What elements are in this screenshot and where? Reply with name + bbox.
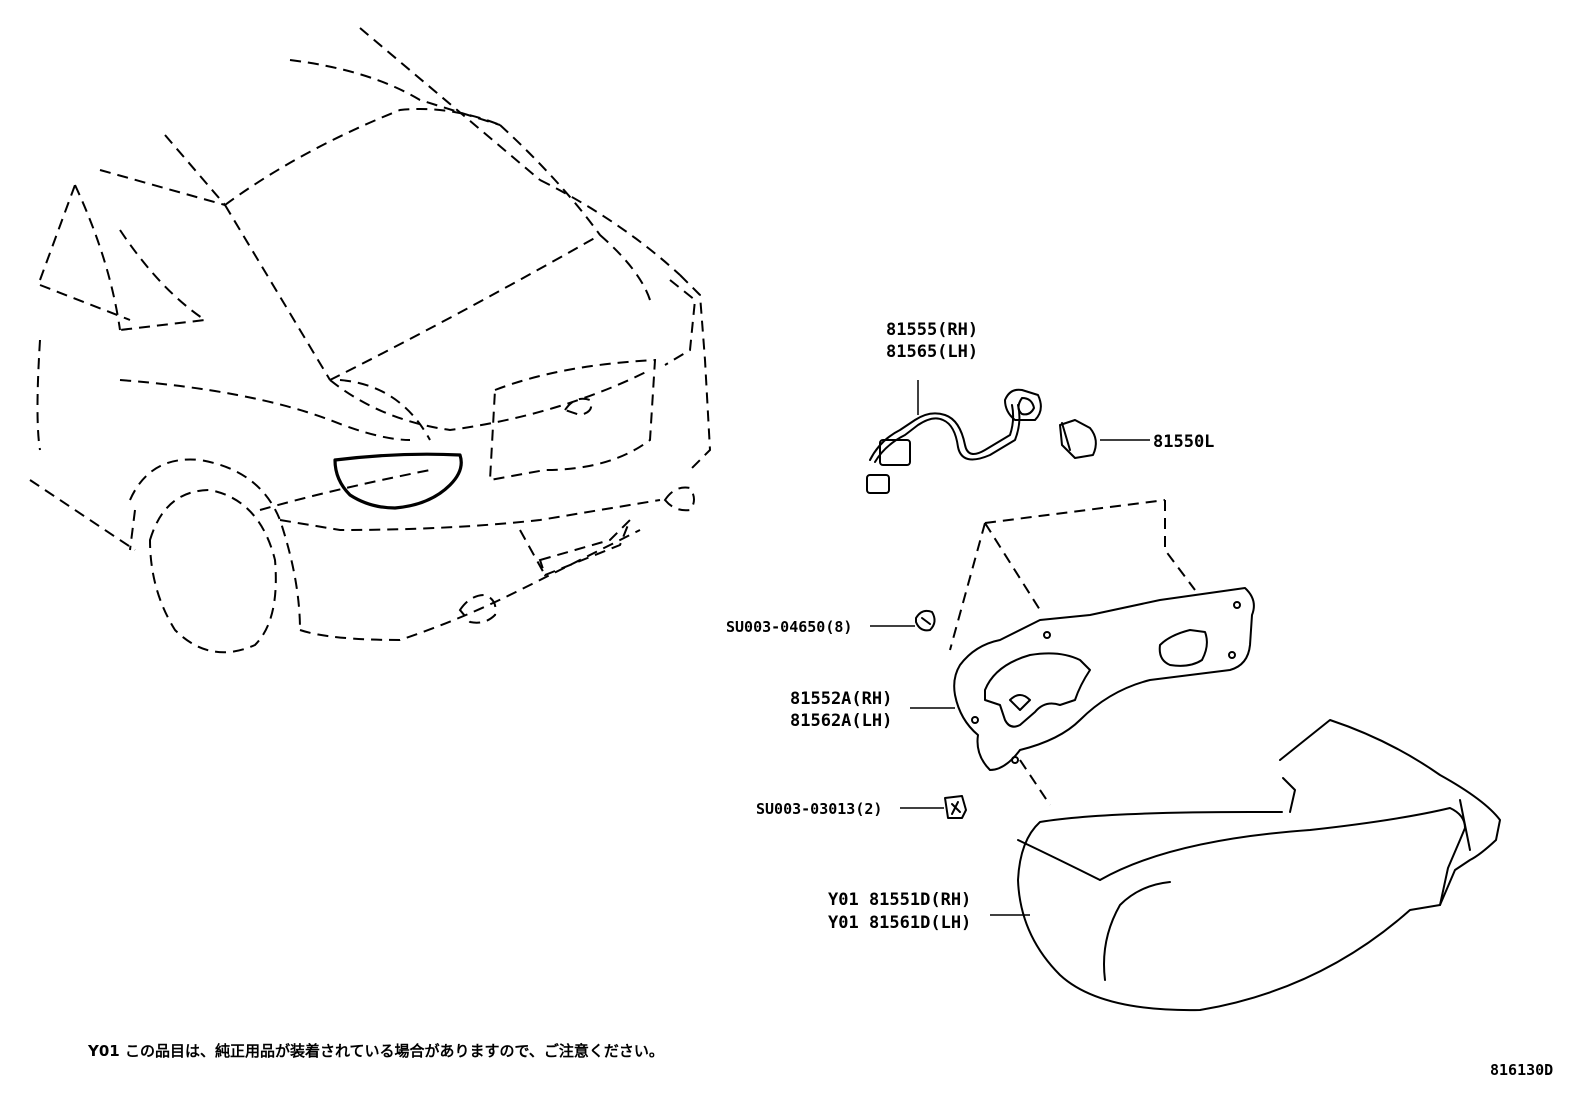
- bulb-label: 81550L: [1153, 432, 1214, 452]
- socket-harness-part: [866, 380, 1042, 494]
- clip-lower-part: [900, 795, 967, 819]
- clip-lower-label: SU003-03013(2): [756, 800, 882, 818]
- clip-upper-part: [870, 609, 936, 632]
- car-rear-illustration: [29, 27, 712, 654]
- gasket-label-rh: 81552A(RH): [790, 689, 892, 709]
- gasket-label-lh: 81562A(LH): [790, 711, 892, 731]
- harness-label-rh: 81555(RH): [886, 320, 978, 340]
- clip-upper-label: SU003-04650(8): [726, 618, 852, 636]
- gasket-part: [910, 499, 1255, 806]
- tail-lamp-part: [990, 719, 1501, 1012]
- footnote: Y01 この品目は、純正用品が装着されている場合がありますので、ご注意ください。: [87, 1042, 664, 1060]
- bulb-part: [1059, 419, 1150, 459]
- lamp-label-lh: Y01 81561D(LH): [828, 913, 971, 933]
- harness-label-lh: 81565(LH): [886, 342, 978, 362]
- lamp-label-rh: Y01 81551D(RH): [828, 890, 971, 910]
- part-labels: 81555(RH) 81565(LH) 81550L SU003-04650(8…: [726, 320, 1214, 933]
- figure-reference: 816130D: [1490, 1061, 1553, 1079]
